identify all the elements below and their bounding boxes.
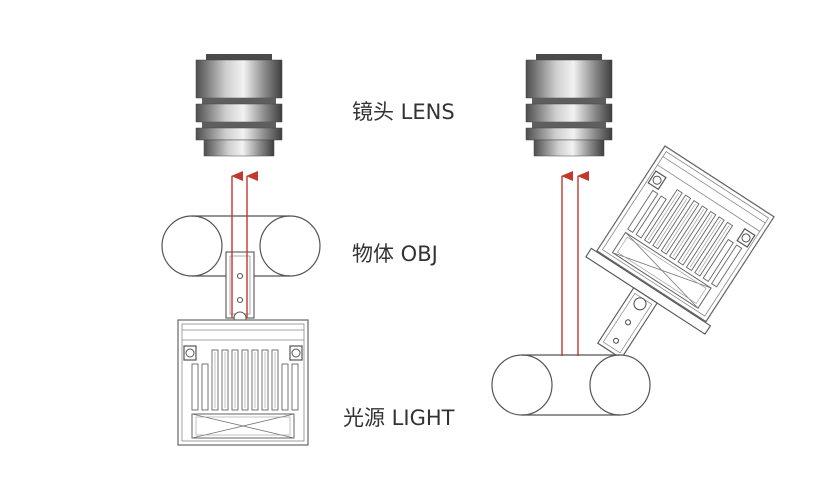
object-label: 物体 OBJ [352,242,438,266]
light-ray-arrows [231,171,258,318]
right-setup [491,53,775,416]
conveyor-roller-icon [161,215,321,277]
bar-light-icon [177,319,309,446]
light-label: 光源 LIGHT [343,406,455,430]
camera-lens-icon [195,53,283,157]
left-setup [161,53,321,446]
bar-light-icon [585,145,775,360]
light-ray-arrows [561,171,589,356]
lens-label: 镜头 LENS [352,100,455,124]
conveyor-roller-icon [491,354,651,416]
camera-lens-icon [525,53,613,157]
